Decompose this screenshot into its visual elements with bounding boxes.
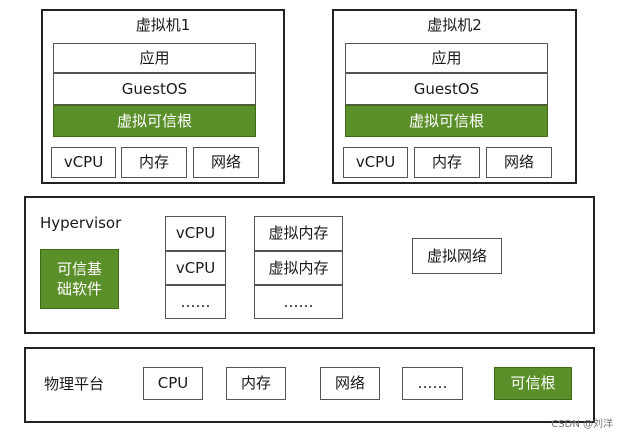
- vm1-guestos-layer: GuestOS: [53, 73, 256, 105]
- hypervisor-virtual-network: 虚拟网络: [412, 238, 502, 274]
- trusted-base-software: 可信基 础软件: [40, 249, 119, 309]
- platform-trusted-root: 可信根: [494, 367, 572, 400]
- vm1-title: 虚拟机1: [135, 16, 191, 34]
- trusted-base-line1: 可信基: [56, 259, 102, 278]
- hypervisor-vmem-1: 虚拟内存: [254, 216, 343, 251]
- vm1-app-layer: 应用: [53, 43, 256, 73]
- vm2-vcpu: vCPU: [343, 147, 408, 178]
- trusted-base-line2: 础软件: [56, 280, 102, 298]
- vm2-memory: 内存: [414, 147, 480, 178]
- vm2-guestos-layer: GuestOS: [345, 73, 548, 105]
- vm1-memory: 内存: [121, 147, 187, 178]
- platform-more: ……: [402, 367, 463, 400]
- vm2-virtual-trusted-root: 虚拟可信根: [345, 105, 548, 137]
- hypervisor-vmem-2: 虚拟内存: [254, 251, 343, 285]
- hypervisor-title: Hypervisor: [40, 214, 122, 232]
- vm1-virtual-trusted-root: 虚拟可信根: [53, 105, 256, 137]
- hypervisor-vcpu-more: ……: [165, 285, 226, 319]
- platform-network: 网络: [320, 367, 380, 400]
- vm2-app-layer: 应用: [345, 43, 548, 73]
- hypervisor-vcpu-1: vCPU: [165, 216, 226, 251]
- vm1-vcpu: vCPU: [51, 147, 116, 178]
- vm1-network: 网络: [193, 147, 259, 178]
- hypervisor-vcpu-2: vCPU: [165, 251, 226, 285]
- platform-title: 物理平台: [44, 375, 105, 393]
- hypervisor-vmem-more: ……: [254, 285, 343, 319]
- vm2-title: 虚拟机2: [427, 16, 482, 34]
- platform-memory: 内存: [226, 367, 286, 400]
- vm2-network: 网络: [486, 147, 552, 178]
- platform-cpu: CPU: [143, 367, 203, 400]
- watermark: CSDN @刘洋: [551, 419, 613, 430]
